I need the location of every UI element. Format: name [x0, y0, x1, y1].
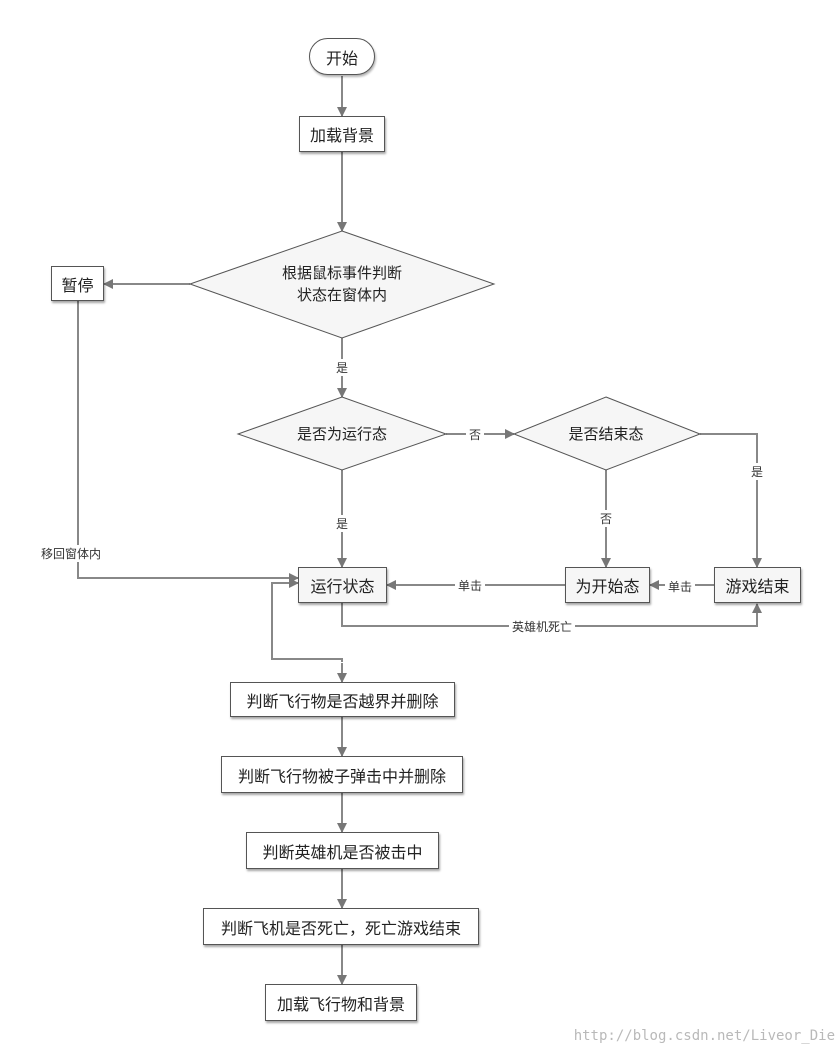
decision-running-diamond — [236, 396, 448, 471]
game-over-node: 游戏结束 — [714, 567, 801, 603]
edge-label-hero-dead: 英雄机死亡 — [509, 618, 576, 635]
start-node: 开始 — [309, 38, 375, 75]
edge-label-yes-running: 是 — [333, 515, 352, 532]
load-background-node: 加载背景 — [299, 116, 385, 152]
step-hero-hit-check: 判断英雄机是否被击中 — [246, 832, 439, 869]
edge-loop-back — [271, 578, 343, 662]
to-start-state-node: 为开始态 — [565, 567, 650, 603]
edge-label-click-1: 单击 — [455, 577, 486, 594]
decision-mouse-diamond — [188, 230, 496, 339]
step-death-check: 判断飞机是否死亡，死亡游戏结束 — [203, 908, 479, 945]
decision-gameover-label: 是否结束态 — [568, 425, 644, 443]
edge-label-move-back: 移回窗体内 — [38, 545, 105, 562]
decision-running-label: 是否为运行态 — [296, 425, 387, 443]
edge-label-no-running: 否 — [466, 426, 485, 443]
running-state-node: 运行状态 — [298, 567, 387, 603]
edge-label-no-gameover: 否 — [597, 510, 616, 527]
edge-label-yes-mouse: 是 — [333, 359, 352, 376]
watermark: http://blog.csdn.net/Liveor_Die — [573, 1028, 835, 1044]
decision-mouse-line-1: 根据鼠标事件判断 — [281, 264, 402, 282]
pause-node: 暂停 — [51, 266, 104, 301]
decision-mouse-line-2: 状态在窗体内 — [296, 286, 387, 304]
edge-pause-move-back — [77, 301, 299, 583]
step-load-objects: 加载飞行物和背景 — [265, 984, 417, 1021]
decision-gameover-diamond — [512, 396, 702, 471]
step-bullet-hit-check: 判断飞行物被子弹击中并删除 — [221, 756, 463, 793]
edge-label-click-2: 单击 — [665, 578, 696, 595]
step-boundary-check: 判断飞行物是否越界并删除 — [230, 682, 455, 717]
decision-mouse-label: 根据鼠标事件判断 状态在窗体内 — [242, 262, 442, 306]
edge-label-yes-gameover: 是 — [748, 463, 767, 480]
edge-gameover-check-yes — [700, 433, 762, 568]
